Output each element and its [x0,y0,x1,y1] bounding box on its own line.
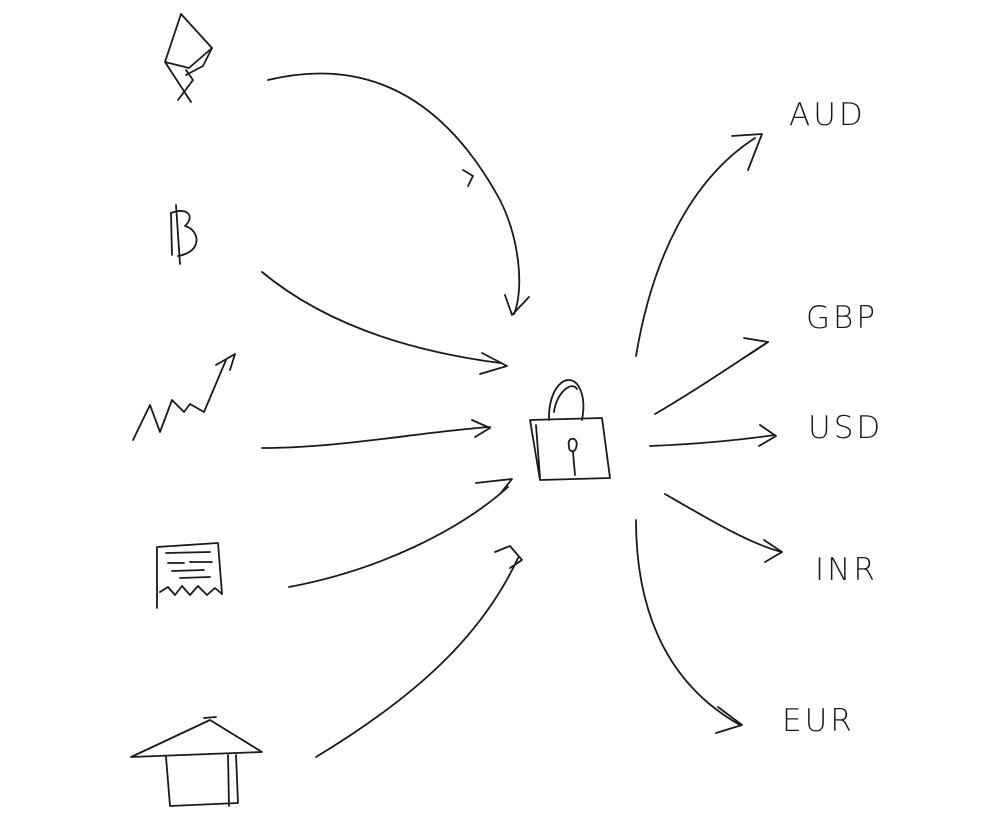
arrow-lock-to-gbp [654,337,769,415]
arrow-lock-to-eur [635,519,743,734]
house-icon [130,716,263,807]
arrow-lock-to-aud [635,133,763,357]
ethereum-icon [164,13,213,103]
arrow-ethereum-to-lock [267,72,530,316]
document-icon [156,542,223,609]
currency-label-usd: USD [808,410,884,446]
arrow-bitcoin-to-lock [261,271,508,375]
currency-label-eur: EUR [782,703,855,739]
arrow-document-to-lock [288,478,513,588]
rising-chart-icon [132,353,236,441]
padlock-icon [529,379,611,481]
currency-label-aud: AUD [789,97,866,133]
currency-label-gbp: GBP [806,300,879,336]
arrow-lock-to-inr [664,493,783,563]
bitcoin-icon [170,204,198,265]
arrow-house-to-lock [315,545,523,758]
arrow-lock-to-usd [649,424,777,447]
arrow-chart-to-lock [261,419,491,449]
currency-label-inr: INR [815,552,878,588]
